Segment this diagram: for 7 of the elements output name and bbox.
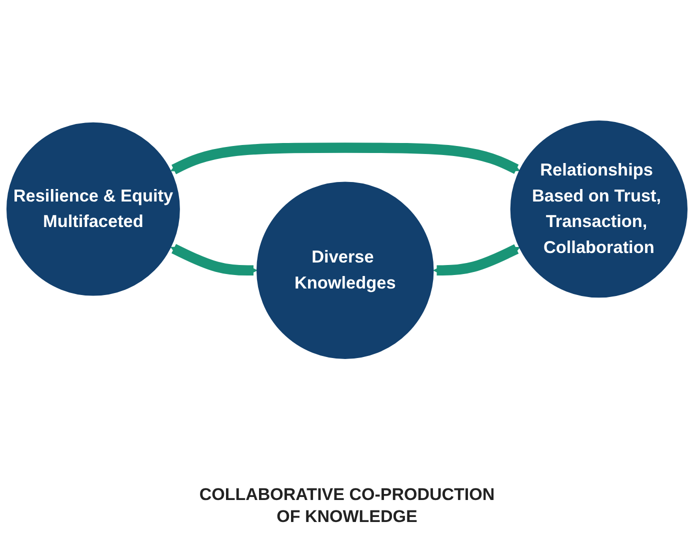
center-caption: COLLABORATIVE CO-PRODUCTION OF KNOWLEDGE bbox=[198, 484, 496, 528]
node-circle: Relationships Based on Trust, Transaction, Collaboration bbox=[510, 120, 688, 298]
arrow bbox=[170, 244, 258, 276]
node-circle: Diverse Knowledges bbox=[256, 182, 434, 360]
node-circle: Resilience & Equity Multifaceted bbox=[6, 122, 180, 296]
arrow bbox=[433, 244, 520, 276]
arrow bbox=[170, 142, 520, 174]
